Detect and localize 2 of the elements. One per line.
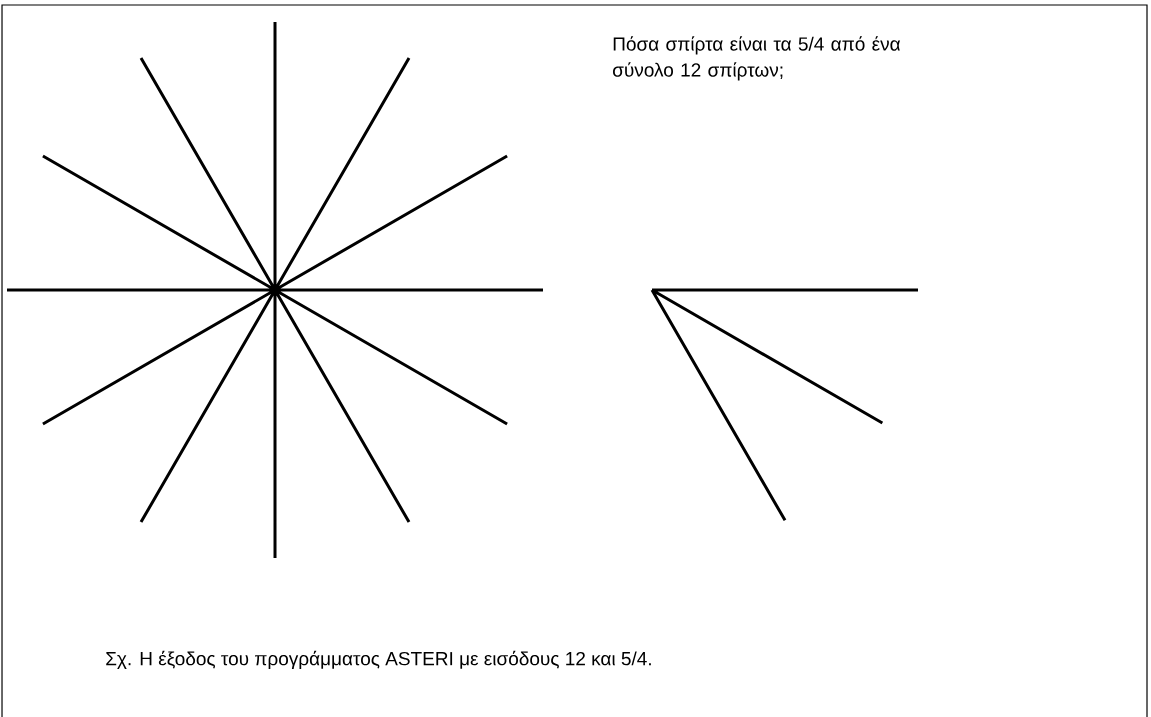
question-text: Πόσα σπίρτα είναι τα 5/4 από ένα σύνολο 12 σπίρτων; <box>613 36 901 81</box>
caption: Σχ. Η έξοδος του προγράμματος ASTERI με εισόδους 12 και 5/4. <box>106 650 651 670</box>
